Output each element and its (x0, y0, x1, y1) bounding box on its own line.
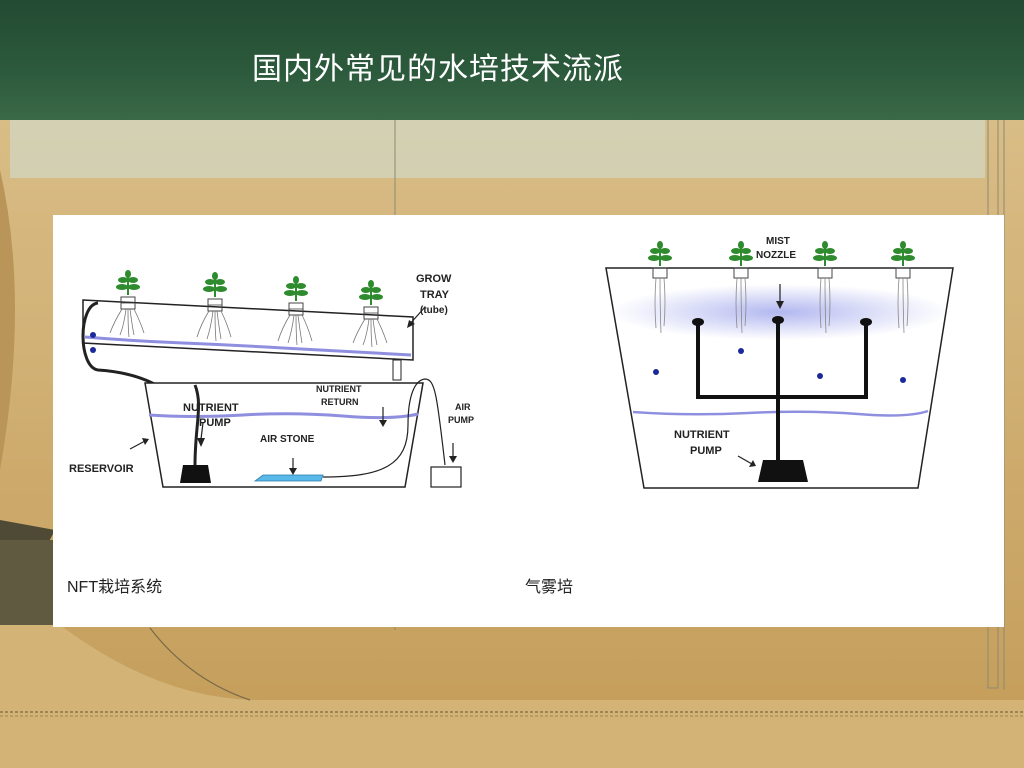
aero-nutrient-pump (758, 460, 808, 482)
translucent-band (10, 118, 985, 178)
drop-icon (90, 332, 96, 338)
label-reservoir: RESERVOIR (69, 463, 134, 475)
plant-icon (813, 241, 837, 334)
plant-icon (891, 241, 915, 334)
mist-nozzle (860, 318, 872, 326)
nft-diagram: GROW TRAY (tube) NUTRIENT PUMP NUTRIENT … (69, 270, 474, 488)
label-air-pump: AIR (455, 402, 471, 412)
label-nutrient-return: RETURN (321, 397, 359, 407)
drop-icon (653, 369, 659, 375)
plant-icon (277, 276, 313, 346)
return-drain (392, 359, 402, 381)
plant-icon (648, 241, 672, 334)
label-mist-nozzle: NOZZLE (756, 250, 796, 261)
label-grow-tray: (tube) (420, 305, 448, 316)
plant-icon (196, 272, 232, 342)
aeroponics-diagram: MIST NOZZLE NUTRIENT PUMP (605, 236, 954, 489)
reservoir-tank (144, 382, 424, 488)
content-panel: GROW TRAY (tube) NUTRIENT PUMP NUTRIENT … (53, 215, 1004, 627)
header-band (0, 0, 1024, 120)
label-nutrient-pump: NUTRIENT (183, 402, 239, 414)
air-pump (430, 466, 462, 488)
mist-nozzle (692, 318, 704, 326)
drop-icon (738, 348, 744, 354)
mist-nozzle (772, 316, 784, 324)
caption-nft: NFT栽培系统 (67, 579, 163, 596)
caption-aeroponics: 气雾培 (525, 579, 574, 596)
drop-icon (817, 373, 823, 379)
air-line (322, 378, 446, 478)
drop-icon (90, 347, 96, 353)
label-nutrient-pump: PUMP (199, 417, 231, 429)
label-aero-nutrient-pump: NUTRIENT (674, 429, 730, 441)
tray-nutrient-film (84, 335, 412, 357)
air-stone (253, 474, 324, 482)
plant-icon (109, 270, 145, 338)
slide-title: 国内外常见的水培技术流派 (252, 52, 624, 87)
drop-icon (900, 377, 906, 383)
label-aero-nutrient-pump: PUMP (690, 445, 722, 457)
label-air-stone: AIR STONE (260, 434, 315, 445)
plant-icon (729, 241, 753, 334)
nutrient-pump (180, 465, 211, 483)
label-nutrient-return: NUTRIENT (316, 384, 362, 394)
label-grow-tray: TRAY (420, 289, 450, 301)
label-grow-tray: GROW (416, 273, 452, 285)
label-air-pump: PUMP (448, 415, 474, 425)
aero-water (632, 409, 929, 417)
plant-icon (352, 280, 388, 348)
label-mist-nozzle: MIST (766, 236, 790, 247)
